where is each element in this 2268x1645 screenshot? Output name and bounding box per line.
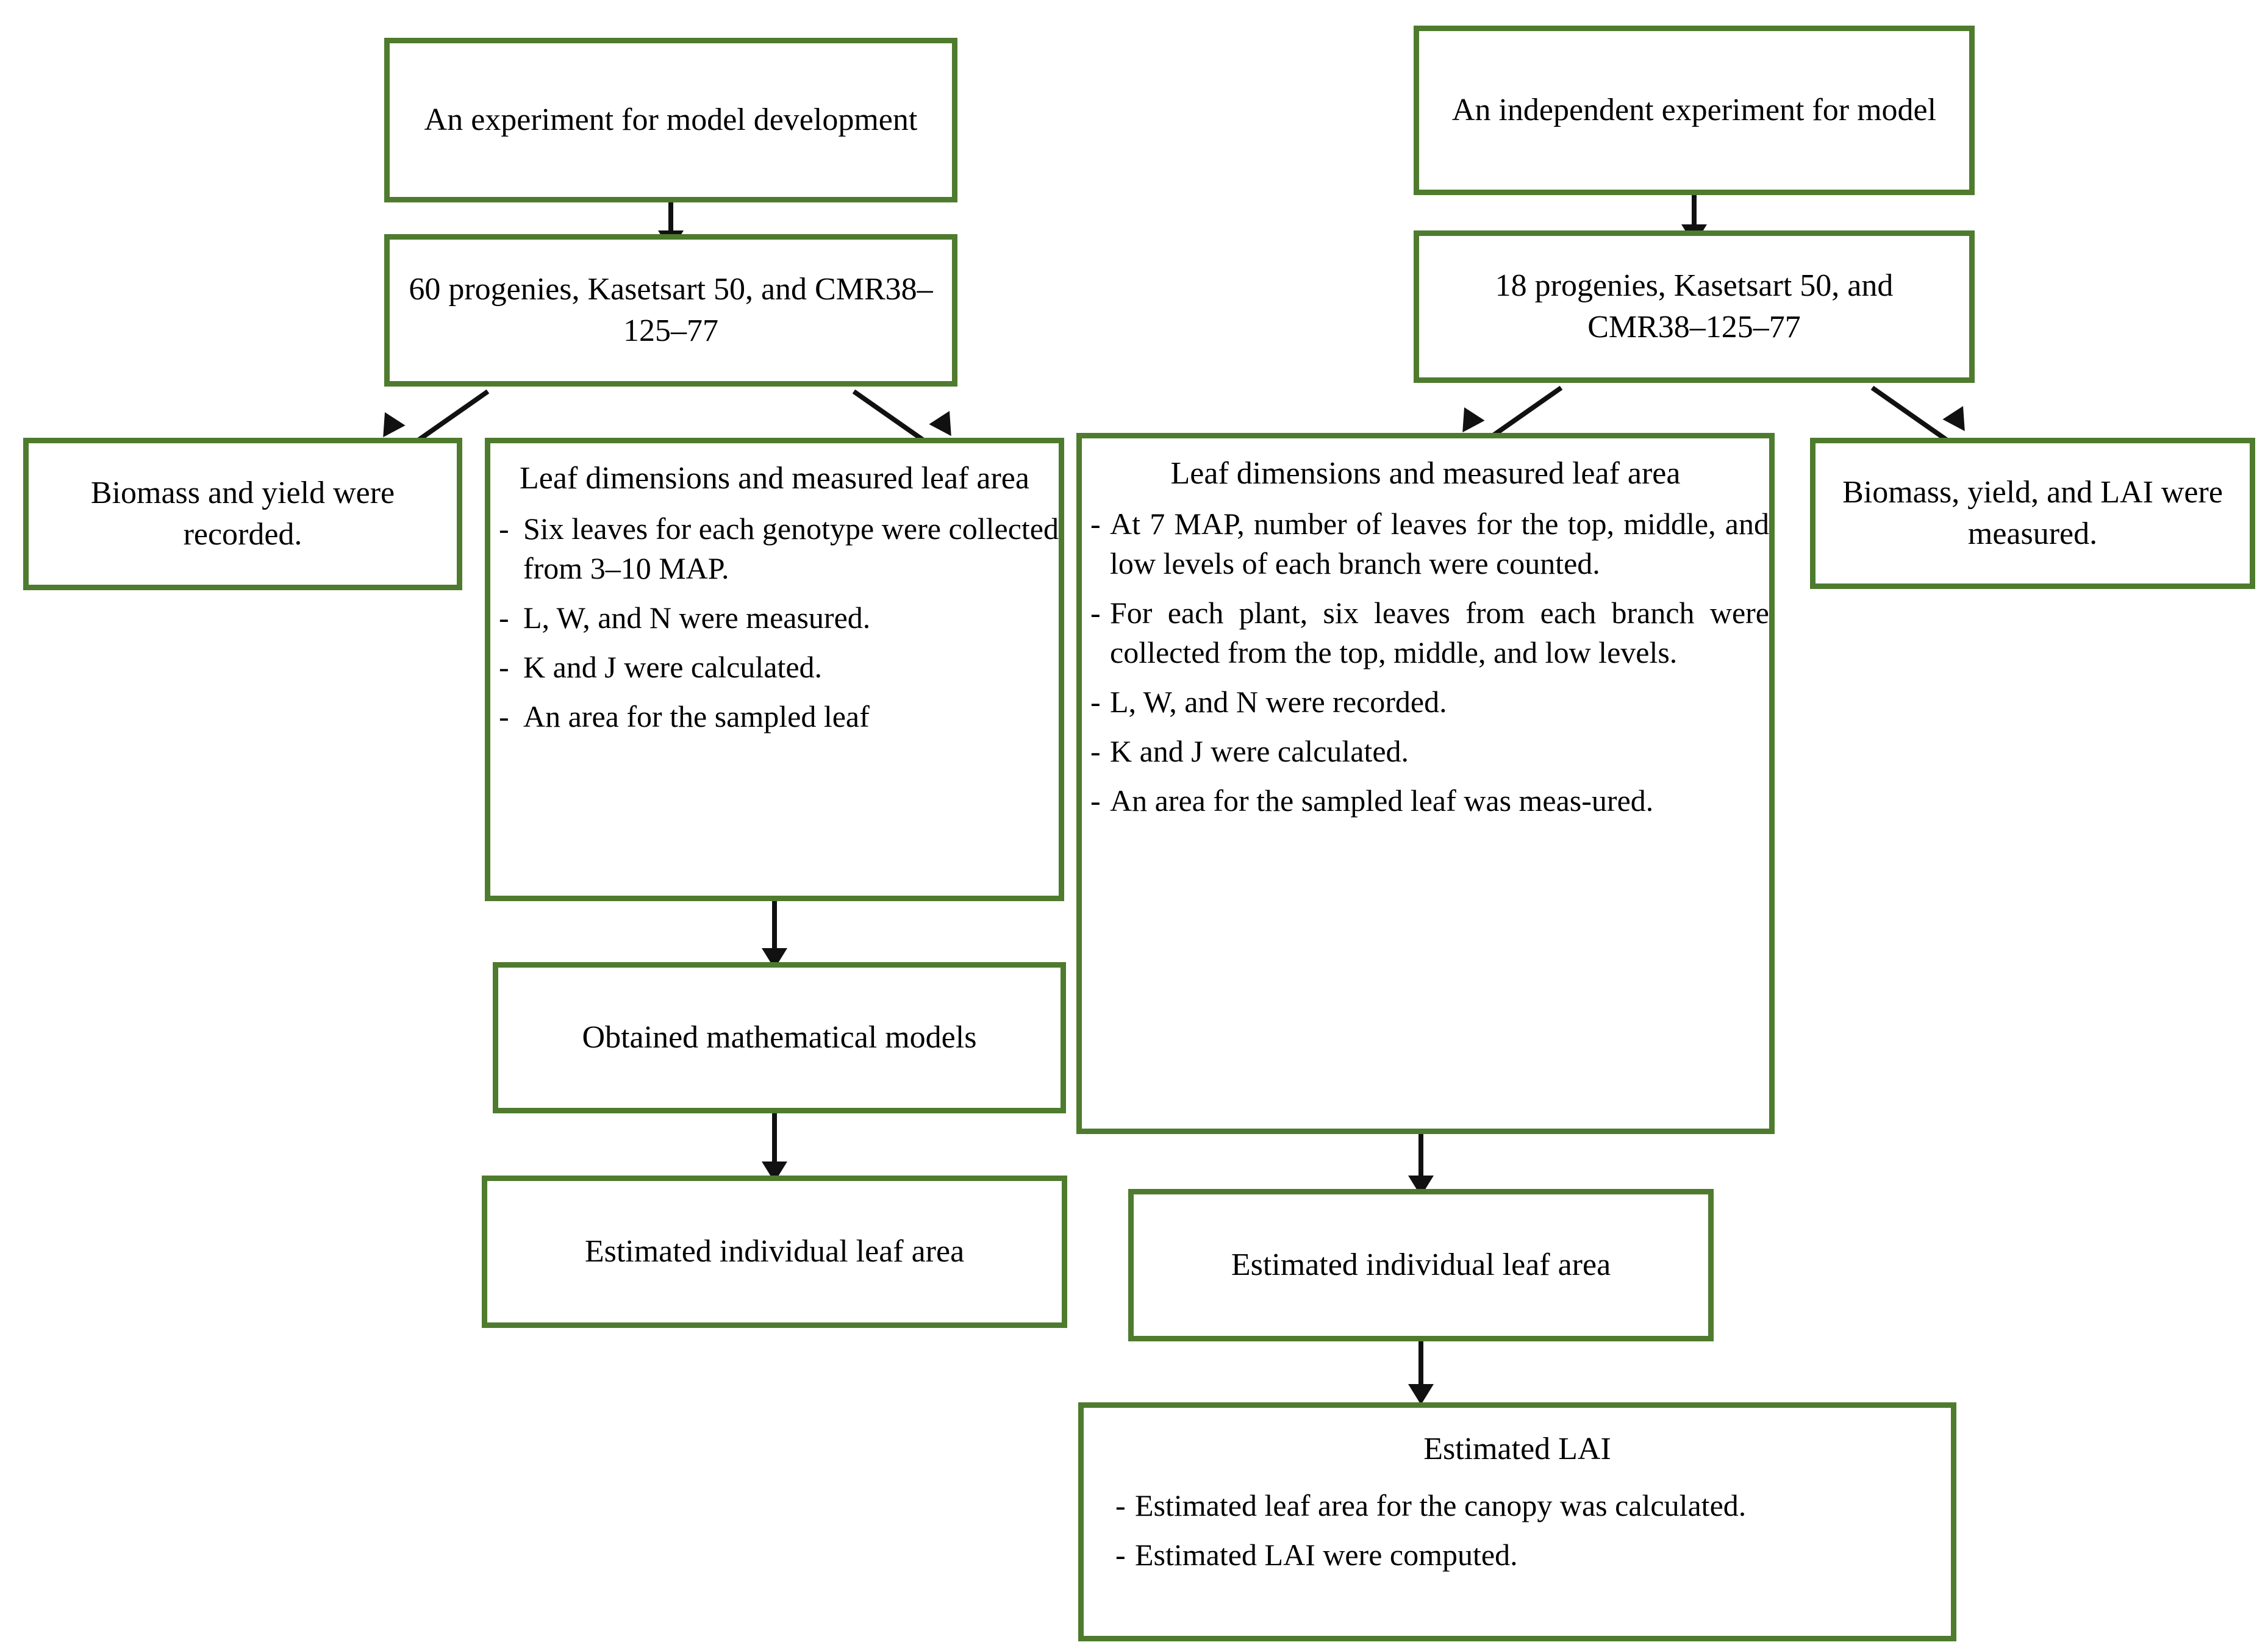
bullet-marker: - — [1115, 1488, 1126, 1522]
bullet-list: - At 7 MAP, number of leaves for the top… — [1082, 494, 1769, 821]
list-item: - Six leaves for each genotype were coll… — [490, 509, 1059, 588]
node-left-estimated-leaf-area: Estimated individual leaf area — [482, 1176, 1067, 1328]
node-title: An experiment for model development — [424, 102, 918, 138]
list-item: - K and J were calculated. — [490, 648, 1059, 687]
arrow-line-left-leaf-to-models — [772, 901, 777, 957]
list-item-text: K and J were calculated. — [1110, 733, 1409, 768]
bullet-marker: - — [499, 649, 509, 684]
node-right-leaf: Leaf dimensions and measured leaf area -… — [1076, 433, 1775, 1134]
list-item-text: An area for the sampled leaf was meas-ur… — [1110, 783, 1654, 818]
node-title: Estimated individual leaf area — [584, 1234, 965, 1269]
node-left-progenies: 60 progenies, Kasetsart 50, and CMR38–12… — [384, 234, 957, 387]
list-item-text: For each plant, six leaves from each bra… — [1110, 595, 1769, 669]
arrow-line-left-exp-to-prog — [668, 202, 673, 238]
node-title: Estimated LAI — [1423, 1432, 1611, 1466]
bullet-list: - Six leaves for each genotype were coll… — [490, 499, 1059, 737]
arrow-line-right-exp-to-prog — [1692, 195, 1697, 230]
bullet-marker: - — [1090, 733, 1101, 768]
node-right-biomass: Biomass, yield, and LAI were measured. — [1810, 438, 2255, 589]
list-item: - For each plant, six leaves from each b… — [1082, 593, 1769, 673]
list-item-text: K and J were calculated. — [523, 649, 823, 684]
list-item: - At 7 MAP, number of leaves for the top… — [1082, 504, 1769, 583]
arrow-line-right-leaf-to-area — [1418, 1134, 1423, 1184]
node-left-models: Obtained mathematical models — [493, 962, 1066, 1113]
list-item-text: Estimated leaf area for the canopy was c… — [1135, 1488, 1747, 1522]
list-item-text: An area for the sampled leaf — [523, 699, 870, 733]
list-item: - Estimated leaf area for the canopy was… — [1084, 1486, 1951, 1525]
node-left-experiment: An experiment for model development — [384, 38, 957, 202]
node-title: Obtained mathematical models — [582, 1020, 977, 1055]
node-left-leaf: Leaf dimensions and measured leaf area -… — [485, 438, 1064, 901]
list-item: - An area for the sampled leaf — [490, 697, 1059, 737]
node-title: Biomass, yield, and LAI were measured. — [1842, 475, 2223, 551]
node-title: An independent experiment for model — [1451, 93, 1937, 128]
list-item-text: L, W, and N were recorded. — [1110, 684, 1447, 719]
list-item: - L, W, and N were measured. — [490, 598, 1059, 638]
bullet-marker: - — [499, 600, 509, 635]
arrow-line-left-models-to-area — [772, 1113, 777, 1171]
bullet-list: - Estimated leaf area for the canopy was… — [1084, 1476, 1951, 1575]
list-item: - Estimated LAI were computed. — [1084, 1535, 1951, 1575]
bullet-marker: - — [499, 699, 509, 733]
node-title: 60 progenies, Kasetsart 50, and CMR38–12… — [409, 272, 933, 348]
node-title: 18 progenies, Kasetsart 50, and CMR38–12… — [1495, 268, 1894, 344]
arrow-line-right-area-to-lai — [1418, 1341, 1423, 1396]
node-right-progenies: 18 progenies, Kasetsart 50, and CMR38–12… — [1414, 230, 1975, 383]
arrow-head-right-prog-to-biomass — [1942, 406, 1975, 438]
list-item-text: Six leaves for each genotype were collec… — [523, 511, 1059, 585]
node-right-experiment: An independent experiment for model — [1414, 26, 1975, 195]
bullet-marker: - — [1090, 684, 1101, 719]
list-item: - An area for the sampled leaf was meas-… — [1082, 781, 1769, 821]
list-item-text: L, W, and N were measured. — [523, 600, 871, 635]
node-estimated-lai: Estimated LAI - Estimated leaf area for … — [1078, 1402, 1956, 1641]
node-title: Biomass and yield were recorded. — [90, 476, 395, 552]
node-title: Leaf dimensions and measured leaf area — [520, 461, 1029, 496]
bullet-marker: - — [499, 511, 509, 546]
node-left-biomass: Biomass and yield were recorded. — [23, 438, 462, 590]
list-item-text: Estimated LAI were computed. — [1135, 1537, 1518, 1572]
bullet-marker: - — [1090, 783, 1101, 818]
bullet-marker: - — [1090, 506, 1101, 541]
arrow-head-right-area-to-lai — [1408, 1384, 1434, 1405]
node-title: Leaf dimensions and measured leaf area — [1170, 456, 1681, 491]
node-title: Estimated individual leaf area — [1231, 1247, 1611, 1283]
list-item: - L, W, and N were recorded. — [1082, 682, 1769, 722]
list-item-text: At 7 MAP, number of leaves for the top, … — [1110, 506, 1769, 580]
list-item: - K and J were calculated. — [1082, 732, 1769, 771]
bullet-marker: - — [1090, 595, 1101, 630]
node-right-estimated-leaf-area: Estimated individual leaf area — [1128, 1189, 1714, 1341]
bullet-marker: - — [1115, 1537, 1126, 1572]
